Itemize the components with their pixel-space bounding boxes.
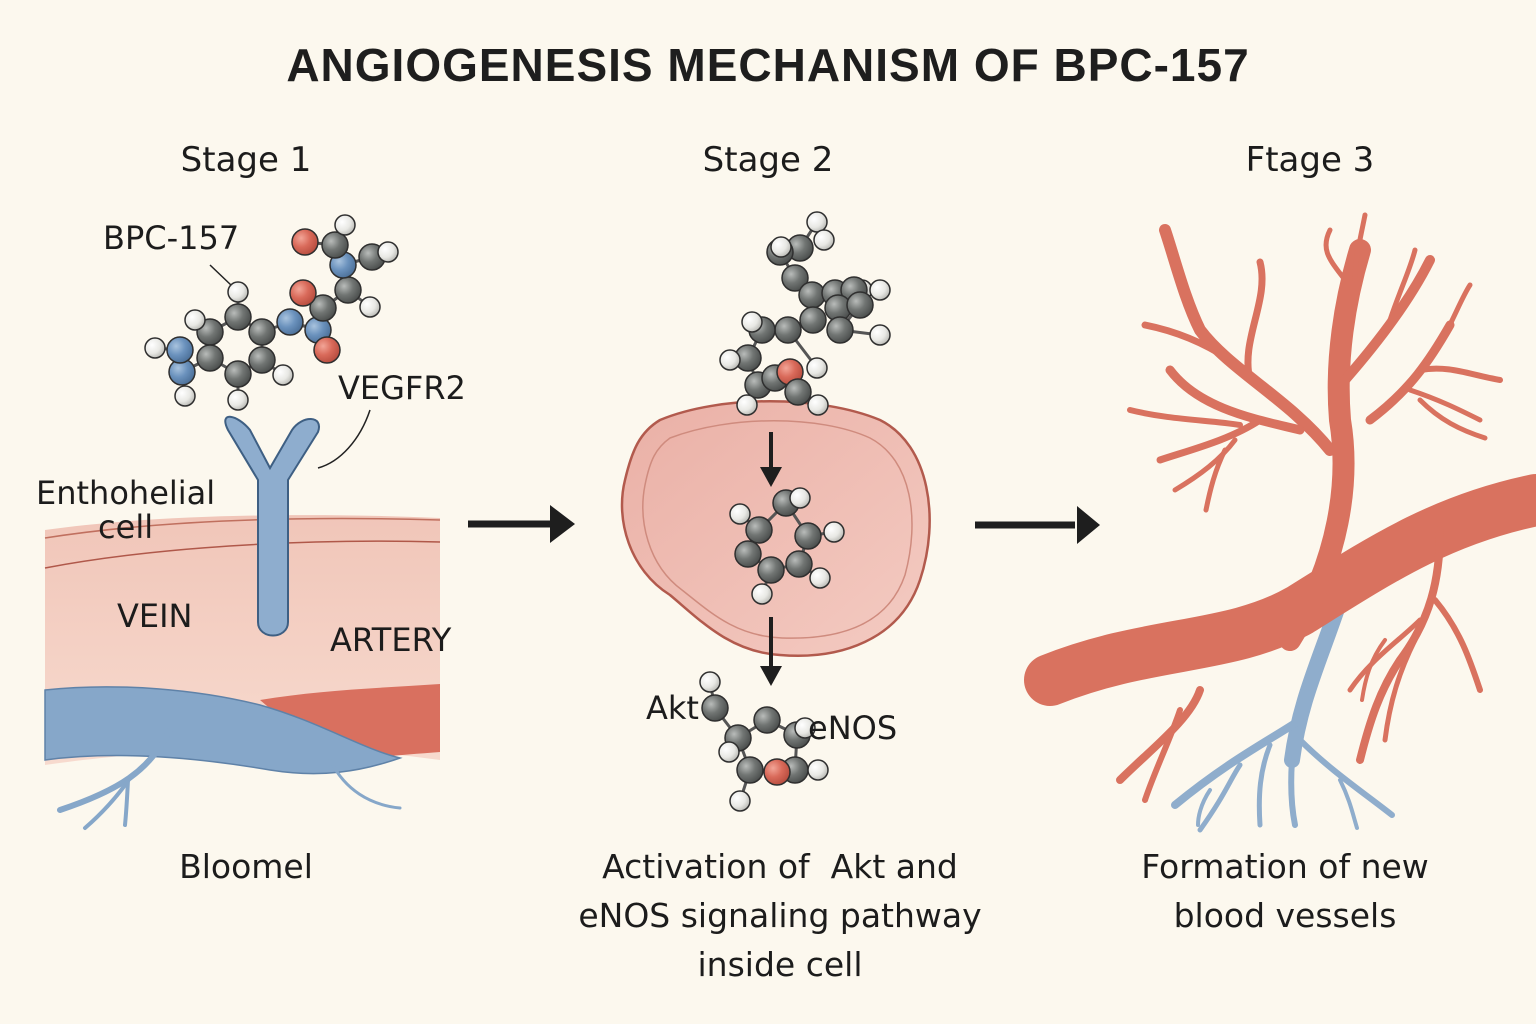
akt-enos-molecule: [699, 671, 829, 812]
vein-label: VEIN: [117, 597, 193, 635]
carbon-atom: [248, 346, 276, 374]
main-artery: [1024, 474, 1536, 706]
endothelial-cell-label: Enthohelial cell: [36, 474, 216, 546]
diagram-title: ANGIOGENESIS MECHANISM OF BPC-157: [286, 39, 1250, 91]
arrow-right-icon: [468, 505, 575, 543]
arrow-right-icon: [975, 506, 1100, 544]
hydrogen-atom: [718, 741, 740, 763]
carbon-atom: [224, 303, 252, 331]
hydrogen-atom: [806, 357, 828, 379]
carbon-atom: [734, 540, 762, 568]
hydrogen-atom: [806, 211, 828, 233]
hydrogen-atom: [377, 241, 399, 263]
carbon-atom: [846, 291, 874, 319]
carbon-atom: [224, 360, 252, 388]
artery-vessel: [260, 684, 440, 760]
hydrogen-atom: [719, 349, 741, 371]
carbon-atom: [309, 294, 337, 322]
stage-3-illustration: [1024, 212, 1536, 833]
hydrogen-atom: [699, 671, 721, 693]
carbon-atom: [799, 306, 827, 334]
carbon-atom: [784, 378, 812, 406]
carbon-atom: [781, 264, 809, 292]
stage-2-illustration: [620, 400, 931, 686]
carbon-atom: [321, 231, 349, 259]
hydrogen-atom: [869, 279, 891, 301]
carbon-atom: [753, 706, 781, 734]
hydrogen-atom: [741, 311, 763, 333]
stage-1-caption: Bloomel: [179, 847, 313, 886]
artery-label: ARTERY: [330, 621, 452, 659]
hydrogen-atom: [869, 324, 891, 346]
akt-label: Akt: [646, 689, 699, 727]
stage-1-illustration: [44, 264, 441, 830]
nitrogen-atom: [276, 308, 304, 336]
hydrogen-atom: [359, 296, 381, 318]
vegfr2-label: VEGFR2: [338, 369, 466, 407]
hydrogen-atom: [823, 521, 845, 543]
carbon-atom: [701, 694, 729, 722]
hydrogen-atom: [794, 717, 816, 739]
carbon-atom: [248, 318, 276, 346]
bpc-157-molecule: [144, 214, 399, 411]
hydrogen-atom: [174, 385, 196, 407]
enos-label: eNOS: [808, 709, 898, 747]
intracellular-ring-molecule: [729, 487, 845, 605]
hydrogen-atom: [227, 389, 249, 411]
hydrogen-atom: [729, 503, 751, 525]
hydrogen-atom: [334, 214, 356, 236]
carbon-atom: [196, 344, 224, 372]
vein-vessel: [44, 686, 403, 775]
hydrogen-atom: [813, 229, 835, 251]
hydrogen-atom: [809, 567, 831, 589]
new-artery-branches: [1116, 212, 1503, 803]
oxygen-atom: [291, 228, 319, 256]
hydrogen-atom: [144, 337, 166, 359]
carbon-atom: [745, 516, 773, 544]
carbon-atom: [334, 276, 362, 304]
nitrogen-atom: [166, 336, 194, 364]
hydrogen-atom: [227, 281, 249, 303]
hydrogen-atom: [807, 394, 829, 416]
carbon-atom: [785, 550, 813, 578]
oxygen-atom: [289, 279, 317, 307]
stage-3-heading: Ftage 3: [1245, 140, 1375, 180]
hydrogen-atom: [729, 790, 751, 812]
oxygen-atom: [763, 758, 791, 786]
bpc-157-label: BPC-157: [103, 219, 240, 257]
carbon-atom: [794, 522, 822, 550]
new-vein-branches: [1171, 592, 1395, 833]
stage-2-heading: Stage 2: [702, 140, 834, 180]
stage-3-caption: Formation of new blood vessels: [1141, 847, 1429, 935]
carbon-atom: [736, 756, 764, 784]
hydrogen-atom: [789, 487, 811, 509]
hydrogen-atom: [770, 236, 792, 258]
stage-2-caption: Activation of Akt and eNOS signaling pat…: [578, 847, 982, 984]
vegfr2-receptor: [224, 415, 320, 637]
carbon-atom: [774, 316, 802, 344]
cell-body: [620, 400, 931, 657]
stage-1-heading: Stage 1: [180, 140, 312, 180]
hydrogen-atom: [184, 309, 206, 331]
hydrogen-atom: [272, 364, 294, 386]
carbon-atom: [798, 281, 826, 309]
peptide-molecule: [719, 211, 891, 416]
hydrogen-atom: [736, 394, 758, 416]
carbon-atom: [757, 556, 785, 584]
oxygen-atom: [313, 336, 341, 364]
carbon-atom: [826, 316, 854, 344]
hydrogen-atom: [807, 759, 829, 781]
hydrogen-atom: [751, 583, 773, 605]
